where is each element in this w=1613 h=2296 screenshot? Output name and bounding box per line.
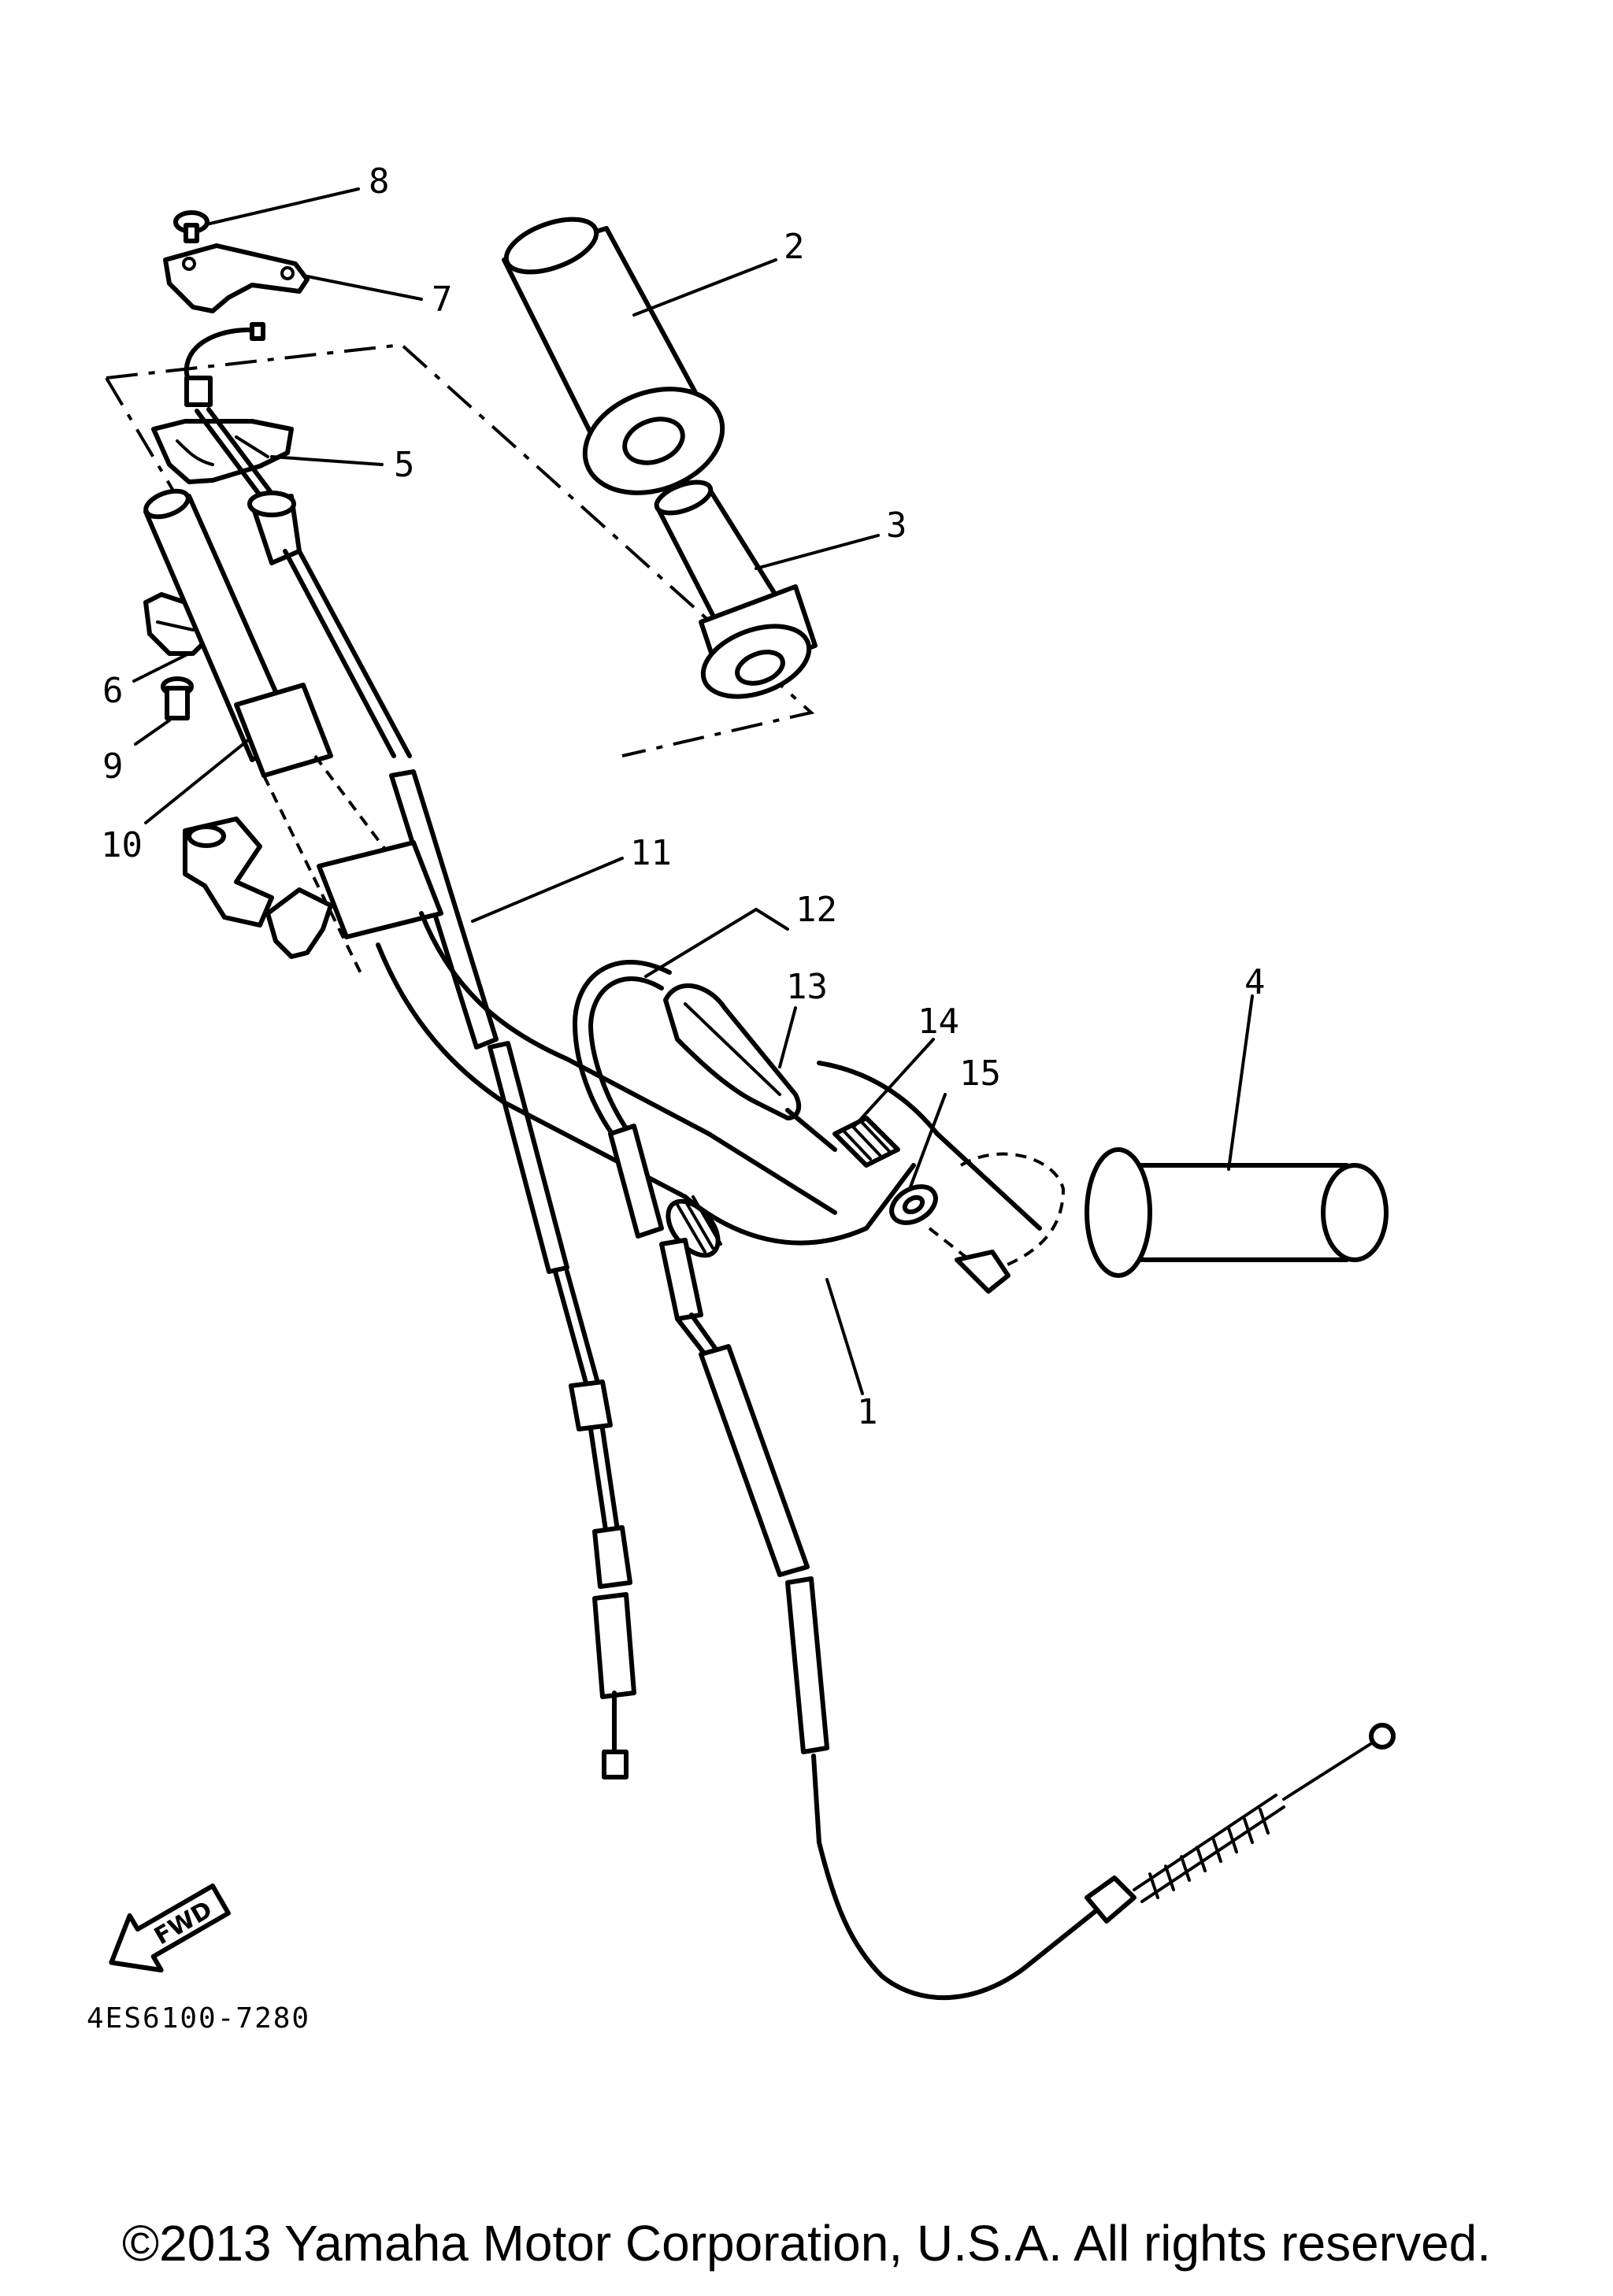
part-labels: 8 7 5 2 3 6 9 10 11 12 13 14 15 1 4 (101, 161, 1266, 1432)
part-label-6: 6 (102, 671, 124, 711)
throttle-cable-end (184, 322, 265, 407)
diagram-code: 4ES6100-7280 (87, 2002, 310, 2035)
part-clutch-lever (663, 983, 837, 1152)
part-grip-right (1085, 1147, 1389, 1278)
part-label-8: 8 (369, 161, 390, 202)
part-label-13: 13 (786, 967, 828, 1007)
part-label-15: 15 (959, 1054, 1001, 1094)
part-label-4: 4 (1244, 962, 1266, 1002)
copyright-notice: ©2013 Yamaha Motor Corporation, U.S.A. A… (121, 2215, 1492, 2272)
part-handlebar (143, 488, 1042, 1258)
part-throttle-cable (195, 407, 636, 1779)
part-label-10: 10 (101, 825, 143, 865)
part-grip-left (502, 217, 725, 495)
leader-lines (132, 187, 1254, 1395)
part-throttle-cover (163, 243, 310, 313)
throttle-assembly-outline (105, 343, 815, 757)
part-throttle-grip (654, 480, 818, 699)
part-label-9: 9 (102, 746, 124, 787)
part-locknut (889, 1152, 1066, 1294)
part-label-3: 3 (886, 505, 907, 546)
part-label-1: 1 (857, 1392, 878, 1432)
part-label-11: 11 (630, 833, 672, 873)
part-label-5: 5 (394, 445, 415, 485)
clutch-cable (573, 959, 1396, 2001)
part-screw-lower (161, 676, 194, 720)
forward-arrow-icon: FWD (109, 1883, 231, 1973)
part-screw-top (173, 210, 210, 243)
part-label-7: 7 (432, 280, 453, 320)
part-label-12: 12 (795, 890, 837, 930)
part-label-2: 2 (784, 227, 805, 267)
part-adjuster (832, 1116, 900, 1168)
part-label-14: 14 (918, 1002, 959, 1042)
